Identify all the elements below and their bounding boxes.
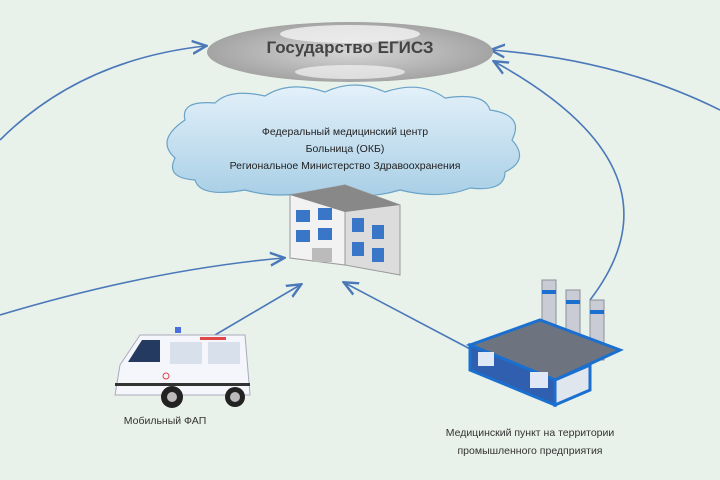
egisz-title: Государство ЕГИСЗ [266, 38, 434, 57]
egisz-ellipse [207, 22, 493, 82]
cloud-line-federal: Федеральный медицинский центр [261, 126, 429, 138]
ambulance-icon [114, 327, 251, 408]
arrow-left-mid [0, 258, 283, 316]
arrow-factory [345, 283, 473, 351]
cloud-text: Федеральный медицинский центр Больница (… [170, 124, 520, 175]
factory-label-line1: Медицинский пункт на территории [445, 427, 615, 439]
arrow-ambulance [214, 285, 300, 336]
ambulance-label: Мобильный ФАП [123, 415, 207, 427]
cloud-line-ministry: Региональное Министерство Здравоохранени… [229, 160, 461, 172]
hospital-building-icon [289, 184, 401, 276]
arrow-right-edge [492, 50, 720, 111]
factory-icon [465, 279, 624, 408]
arrows [0, 46, 720, 351]
factory-label: Медицинский пункт на территории промышле… [430, 424, 630, 460]
arrow-left-top [0, 46, 205, 141]
arrow-right-chimney [495, 62, 625, 301]
cloud-shape [166, 84, 521, 197]
factory-label-line2: промышленного предприятия [457, 445, 603, 457]
cloud-line-hospital: Больница (ОКБ) [305, 143, 385, 155]
